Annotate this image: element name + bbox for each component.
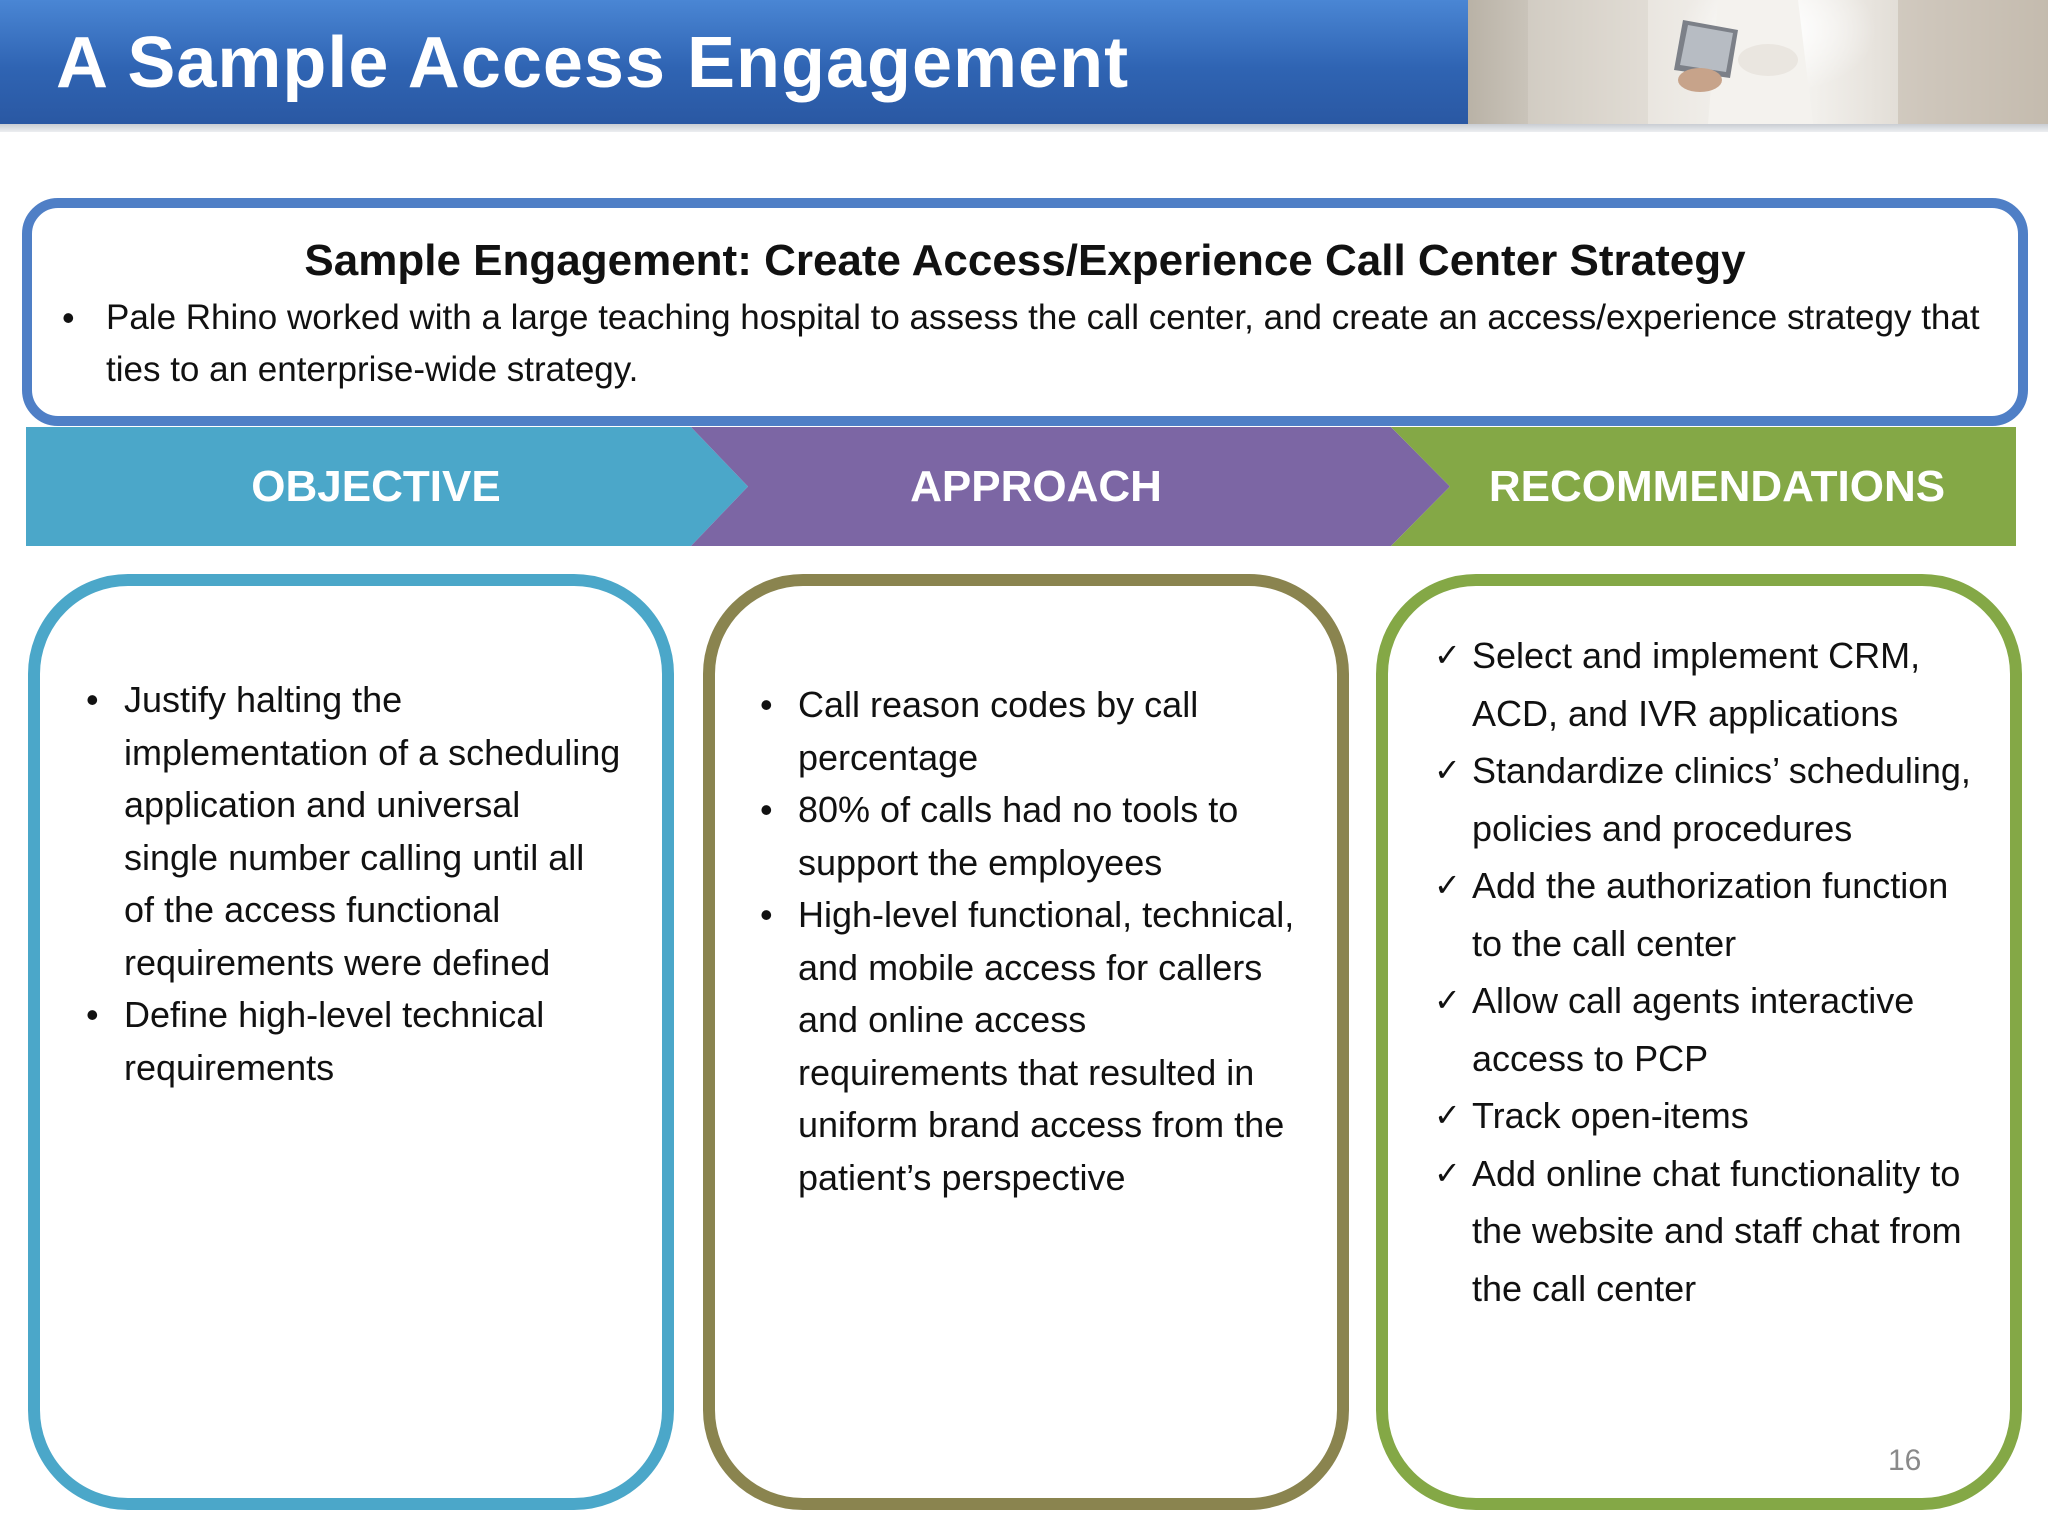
list-item: • Justify halting the implementation of a… <box>86 674 624 989</box>
objective-item-text: Define high-level technical requirements <box>124 994 545 1088</box>
recommendation-item-text: Select and implement CRM, ACD, and IVR a… <box>1472 635 1921 734</box>
bullet-icon: • <box>760 894 773 935</box>
approach-panel: • Call reason codes by call percentage • 8… <box>703 574 1349 1510</box>
checkmark-icon: ✓ <box>1434 1153 1461 1192</box>
list-item: • 80% of calls had no tools to support th… <box>760 784 1298 889</box>
bullet-icon: • <box>86 679 99 720</box>
approach-list: • Call reason codes by call percentage • 8… <box>760 679 1298 1204</box>
objective-panel: • Justify halting the implementation of a… <box>28 574 674 1510</box>
list-item: ✓ Standardize clinics’ scheduling, polici… <box>1434 742 1972 857</box>
recommendation-item-text: Standardize clinics’ scheduling, policie… <box>1472 750 1971 849</box>
approach-label: APPROACH <box>910 462 1162 511</box>
recommendation-item-text: Add the authorization function to the ca… <box>1472 865 1949 964</box>
approach-item-text: High-level functional, technical, and mo… <box>798 894 1295 1198</box>
recommendations-list: ✓ Select and implement CRM, ACD, and IVR … <box>1434 627 1972 1318</box>
objective-item-text: Justify halting the implementation of a … <box>124 679 621 983</box>
process-chevrons <box>26 427 2016 546</box>
slide-title: A Sample Access Engagement <box>56 23 1130 103</box>
list-item: • Call reason codes by call percentage <box>760 679 1298 784</box>
objective-chevron <box>26 427 748 546</box>
doctor-tablet-image <box>1528 0 2048 124</box>
title-bar: A Sample Access Engagement <box>0 0 1468 124</box>
recommendations-panel: ✓ Select and implement CRM, ACD, and IVR … <box>1376 574 2022 1510</box>
recommendation-item-text: Track open-items <box>1472 1095 1749 1136</box>
bullet-icon: • <box>62 297 75 338</box>
recommendation-item-text: Allow call agents interactive access to … <box>1472 980 1915 1079</box>
bullet-icon: • <box>760 789 773 830</box>
header-photo <box>1468 0 2048 124</box>
list-item: • Define high-level technical requirement… <box>86 989 624 1094</box>
checkmark-icon: ✓ <box>1434 866 1461 904</box>
page-number: 16 <box>1888 1444 1922 1477</box>
bullet-icon: • <box>760 684 773 725</box>
checkmark-icon: ✓ <box>1434 1096 1461 1134</box>
list-item: ✓ Allow call agents interactive access to… <box>1434 972 1972 1087</box>
checkmark-icon: ✓ <box>1434 636 1461 674</box>
objective-list: • Justify halting the implementation of a… <box>86 674 624 1094</box>
summary-text: Pale Rhino worked with a large teaching … <box>106 298 1980 389</box>
approach-item-text: Call reason codes by call percentage <box>798 684 1199 778</box>
recommendations-chevron <box>1391 427 2016 546</box>
checkmark-icon: ✓ <box>1434 751 1461 789</box>
process-banner: OBJECTIVE APPROACH RECOMMENDATIONS <box>26 427 2016 546</box>
list-item: ✓ Track open-items <box>1434 1087 1972 1145</box>
summary-title: Sample Engagement: Create Access/Experie… <box>304 236 1746 285</box>
engagement-summary-box: Sample Engagement: Create Access/Experie… <box>22 198 2028 426</box>
list-item: ✓ Add the authorization function to the c… <box>1434 857 1972 972</box>
recommendation-item-text: Add online chat functionality to the web… <box>1472 1152 1962 1309</box>
objective-label: OBJECTIVE <box>251 462 501 511</box>
list-item: ✓ Select and implement CRM, ACD, and IVR … <box>1434 627 1972 742</box>
title-underline <box>0 124 2048 132</box>
checkmark-icon: ✓ <box>1434 981 1461 1019</box>
list-item: ✓ Add online chat functionality to the we… <box>1434 1145 1972 1318</box>
bullet-icon: • <box>86 994 99 1035</box>
list-item: • High-level functional, technical, and m… <box>760 889 1298 1204</box>
approach-chevron <box>691 427 1450 546</box>
recommendations-label: RECOMMENDATIONS <box>1488 462 1946 511</box>
approach-item-text: 80% of calls had no tools to support the… <box>798 789 1239 883</box>
